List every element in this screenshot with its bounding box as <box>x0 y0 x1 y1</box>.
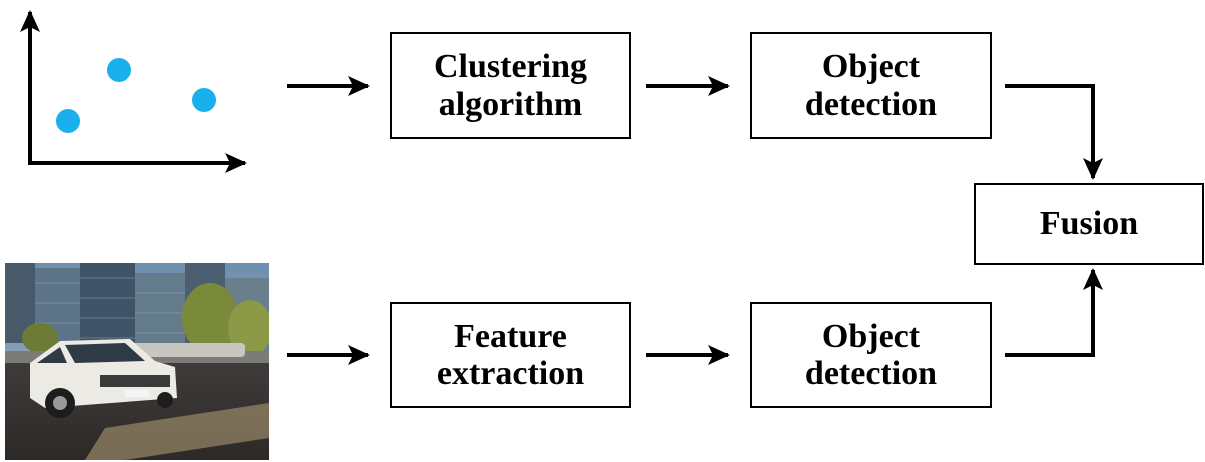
scatter-point <box>107 58 131 82</box>
arrow-bottom-detection-to-fusion <box>1005 268 1103 357</box>
photo-tree <box>228 300 269 356</box>
photo-windows <box>35 277 185 339</box>
object-detection-bottom-box: Object detection <box>750 302 992 408</box>
fusion-box: Fusion <box>974 183 1204 265</box>
scatter-plot-icon <box>20 10 247 173</box>
scatter-point <box>192 88 216 112</box>
feature-extraction-label: Feature extraction <box>436 317 585 392</box>
fusion-label: Fusion <box>1039 205 1139 243</box>
scatter-point <box>56 109 80 133</box>
photo-parked-cars <box>125 343 245 357</box>
street-photo <box>5 263 269 460</box>
photo-tree <box>182 283 238 353</box>
photo-suv <box>30 339 177 418</box>
arrow-top-detection-to-fusion <box>1005 84 1103 180</box>
object-detection-bottom-label: Object detection <box>804 317 938 392</box>
object-detection-top-box: Object detection <box>750 32 992 139</box>
photo-sunlight <box>85 403 269 460</box>
object-detection-top-label: Object detection <box>804 48 938 123</box>
photo-tree <box>22 323 58 353</box>
feature-extraction-box: Feature extraction <box>390 302 631 408</box>
clustering-algorithm-box: Clustering algorithm <box>390 32 631 139</box>
clustering-algorithm-label: Clustering algorithm <box>434 48 587 123</box>
